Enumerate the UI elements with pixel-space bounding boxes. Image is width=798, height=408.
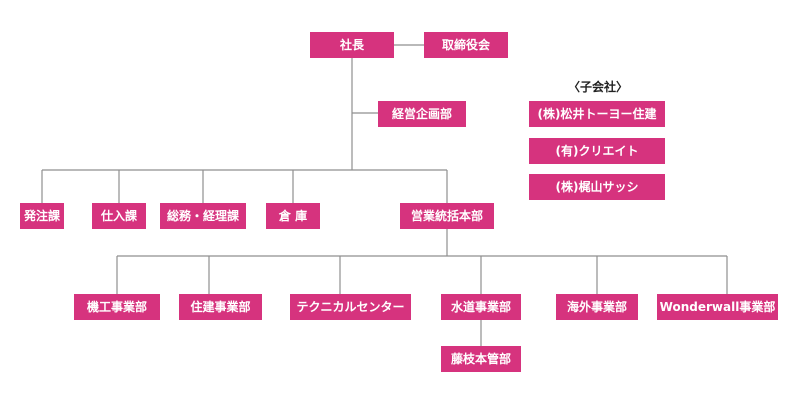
division-box-machinery: 機工事業部 xyxy=(74,294,160,320)
division-box-water: 水道事業部 xyxy=(441,294,521,320)
division-box-wonderwall: Wonderwall事業部 xyxy=(657,294,778,320)
department-box-sales-hq: 営業統括本部 xyxy=(400,203,494,229)
division-box-technical-center: テクニカルセンター xyxy=(290,294,411,320)
president-box: 社長 xyxy=(310,32,394,58)
subsidiary-box-1: (株)松井トーヨー住建 xyxy=(529,101,665,127)
subsidiary-box-3: (株)梶山サッシ xyxy=(529,174,665,200)
division-box-housing: 住建事業部 xyxy=(179,294,262,320)
subsidiaries-title: 〈子会社〉 xyxy=(568,80,629,94)
subdivision-box: 藤枝本管部 xyxy=(441,346,521,372)
department-box-ordering: 発注課 xyxy=(20,203,64,229)
planning-box: 経営企画部 xyxy=(378,101,466,127)
department-box-general-accounting: 総務・経理課 xyxy=(160,203,246,229)
subsidiary-box-2: (有)クリエイト xyxy=(529,138,665,164)
division-box-overseas: 海外事業部 xyxy=(556,294,638,320)
department-box-warehouse: 倉 庫 xyxy=(266,203,320,229)
board-box: 取締役会 xyxy=(424,32,508,58)
department-box-purchasing: 仕入課 xyxy=(92,203,146,229)
